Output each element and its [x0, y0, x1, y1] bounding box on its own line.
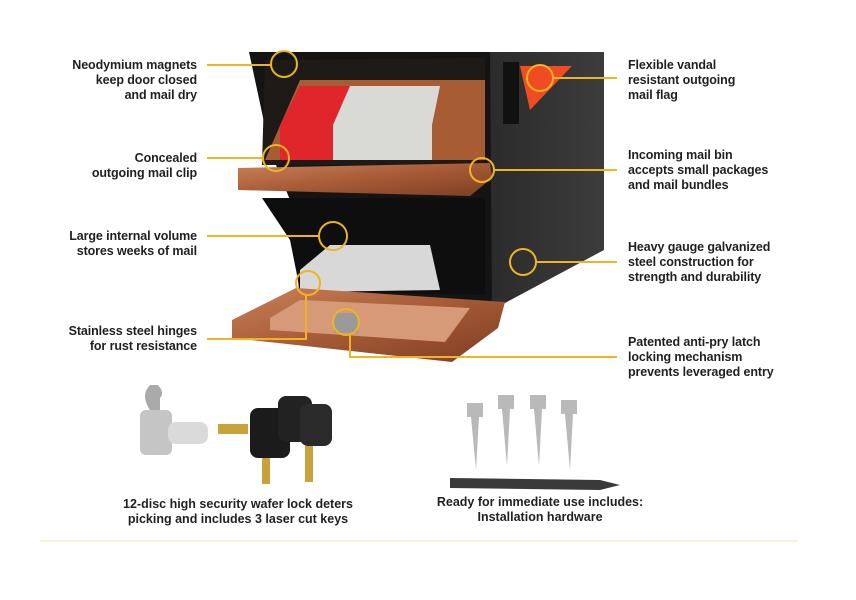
latch [334, 313, 358, 333]
callout-magnets: Neodymium magnets keep door closed and m… [72, 58, 197, 103]
upper-door-shelf [238, 163, 492, 196]
callout-text: resistant outgoing [628, 73, 736, 87]
callout-text: Large internal volume [69, 229, 197, 243]
mail-stack [300, 245, 440, 292]
callout-text: Neodymium magnets [72, 58, 197, 72]
callout-text: Heavy gauge galvanized [628, 240, 771, 254]
wafer-lock-and-keys [140, 385, 332, 484]
callout-text: outgoing mail clip [91, 166, 197, 180]
callout-text: keep door closed [95, 73, 197, 87]
callout-internal-volume: Large internal volume stores weeks of ma… [69, 229, 197, 259]
callout-text: Concealed [134, 151, 197, 165]
callout-text: accepts small packages [628, 163, 769, 177]
callout-text: prevents leveraged entry [628, 365, 774, 379]
callout-text: locking mechanism [628, 350, 743, 364]
callout-text: and mail bundles [628, 178, 729, 192]
callout-text: for rust resistance [89, 339, 197, 353]
white-package [333, 86, 440, 160]
callout-mail-flag: Flexible vandal resistant outgoing mail … [628, 58, 735, 103]
callout-text: Stainless steel hinges [68, 324, 198, 338]
caption-text: Installation hardware [477, 510, 603, 524]
callout-text: Incoming mail bin [628, 148, 733, 162]
callout-anti-pry-latch: Patented anti-pry latch locking mechanis… [628, 335, 774, 380]
callout-text: steel construction for [628, 255, 754, 269]
callout-text: Flexible vandal [628, 58, 717, 72]
callout-mail-bin: Incoming mail bin accepts small packages… [628, 148, 768, 193]
installation-hardware [450, 395, 620, 490]
caption-text: 12-disc high security wafer lock deters [123, 497, 353, 511]
caption-text: Ready for immediate use includes: [436, 495, 644, 509]
callout-steel-construction: Heavy gauge galvanized steel constructio… [628, 240, 770, 285]
caption-hardware: Ready for immediate use includes: Instal… [420, 495, 660, 525]
callout-markers [207, 50, 617, 358]
callout-hinges: Stainless steel hinges for rust resistan… [68, 324, 198, 354]
callout-text: and mail dry [124, 88, 198, 102]
caption-text: picking and includes 3 laser cut keys [127, 512, 349, 526]
lower-door-inner [270, 300, 470, 342]
callout-mail-clip: Concealed outgoing mail clip [92, 151, 197, 181]
flag-bracket [503, 62, 519, 124]
caption-lock: 12-disc high security wafer lock deters … [98, 497, 378, 527]
callout-text: stores weeks of mail [76, 244, 197, 258]
callout-text: Patented anti-pry latch [628, 335, 761, 349]
callout-text: mail flag [628, 88, 678, 102]
callout-text: strength and durability [628, 270, 762, 284]
